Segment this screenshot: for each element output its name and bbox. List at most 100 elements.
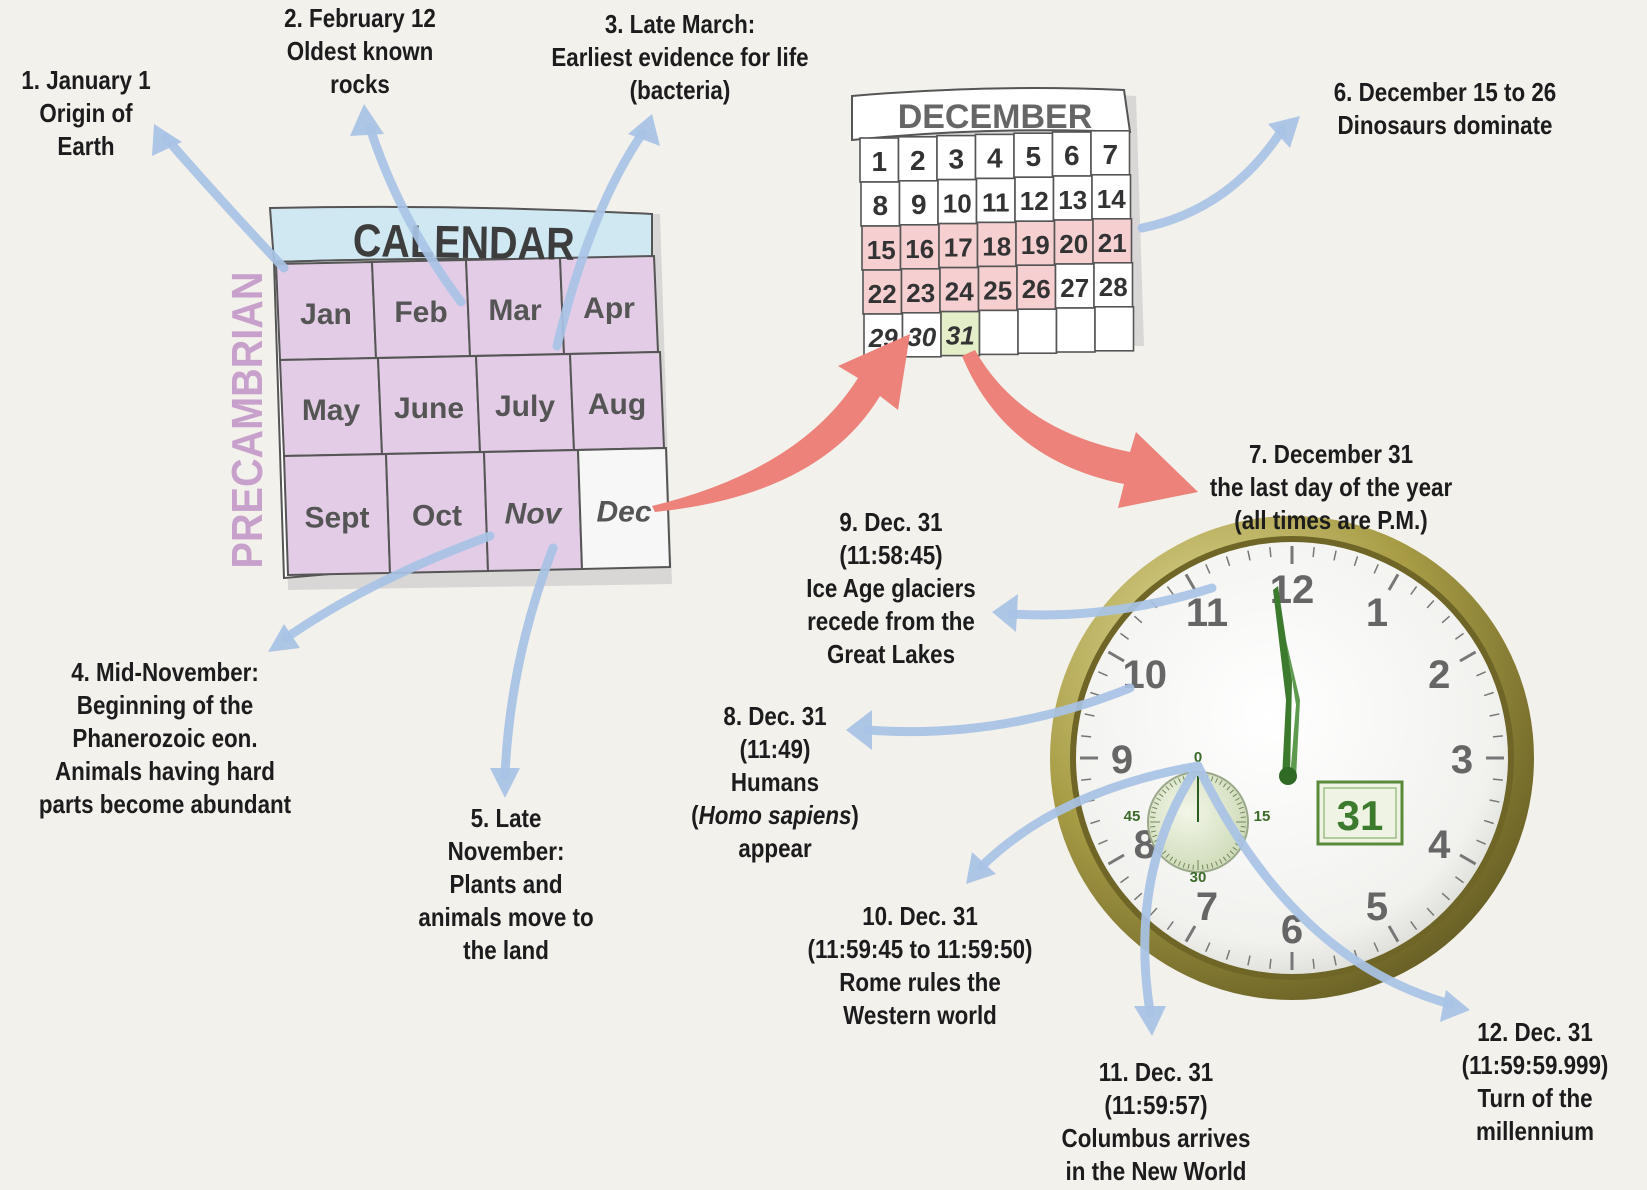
december-day-label-15: 15 — [867, 235, 896, 265]
subdial-label-45: 45 — [1124, 808, 1141, 825]
december-empty-cell — [1055, 307, 1096, 353]
subdial-tick — [1232, 846, 1238, 851]
subdial-tick — [1226, 785, 1231, 791]
subdial-tick — [1165, 853, 1170, 859]
arrow-late-march — [552, 129, 647, 351]
month-label-aug: Aug — [588, 388, 646, 421]
clock-tick — [1225, 949, 1231, 960]
month-label-nov: Nov — [505, 498, 564, 531]
subdial-tick — [1239, 811, 1246, 814]
clock-tick — [1269, 958, 1272, 969]
clock-tick — [1333, 550, 1337, 561]
december-day-2 — [897, 136, 938, 182]
subdial-tick — [1150, 816, 1156, 819]
december-day-label-21: 21 — [1098, 228, 1127, 258]
red-arrow-to-december — [652, 334, 910, 512]
subdial-tick — [1152, 806, 1158, 810]
december-day-label-16: 16 — [905, 234, 934, 264]
clock-number-7: 7 — [1196, 885, 1218, 929]
month-label-oct: Oct — [412, 500, 462, 533]
subdial-tick — [1210, 862, 1214, 868]
clock-tick — [1081, 778, 1092, 781]
subdial-tick — [1178, 861, 1181, 867]
clock-tick — [1459, 853, 1477, 866]
clock-tick — [1454, 632, 1464, 640]
december-day-27 — [1054, 263, 1095, 309]
month-label-apr: Apr — [583, 292, 635, 325]
clock-tick — [1489, 713, 1500, 717]
clock-tick — [1426, 599, 1435, 609]
clock-tick — [1410, 586, 1418, 596]
subdial-tick — [1187, 863, 1190, 870]
clock-tick — [1410, 920, 1418, 930]
clock-tick — [1387, 925, 1400, 943]
december-day-17 — [938, 222, 979, 269]
arrow-dinosaurs — [1137, 125, 1287, 233]
clock-tick — [1166, 586, 1174, 596]
clock-tick — [1225, 556, 1231, 567]
clock-tick — [1120, 632, 1130, 640]
subdial-tick — [1153, 802, 1159, 805]
clock-tick — [1247, 955, 1251, 966]
clock-tick — [1476, 671, 1486, 677]
subdial-tick — [1165, 785, 1170, 791]
december-day-label-30: 30 — [907, 322, 936, 352]
clock-number-5: 5 — [1366, 885, 1388, 929]
hour-hand — [1286, 640, 1300, 778]
clock-tick — [1387, 573, 1400, 591]
subdial-tick — [1169, 782, 1174, 788]
subdial-tick — [1169, 856, 1174, 862]
december-day-label-7: 7 — [1102, 139, 1118, 170]
clock-tick — [1492, 735, 1503, 738]
clock-tick — [1483, 691, 1494, 697]
clock-tick — [1459, 650, 1477, 663]
red-arrow-to-clock — [962, 350, 1198, 508]
subdial-tick — [1182, 862, 1186, 868]
december-day-22 — [862, 269, 903, 315]
december-empty-cell — [978, 309, 1019, 356]
december-day-label-14: 14 — [1097, 184, 1126, 214]
clock-tick — [1454, 876, 1464, 884]
clock-number-9: 9 — [1111, 738, 1133, 782]
clock-number-1: 1 — [1366, 591, 1388, 635]
subdial-tick — [1201, 864, 1204, 870]
clock-tick — [1084, 713, 1095, 717]
clock-tick — [1312, 958, 1315, 969]
december-day-label-31: 31 — [946, 321, 975, 351]
month-label-july: July — [495, 390, 555, 423]
december-day-label-13: 13 — [1058, 185, 1087, 215]
subdial-tick — [1173, 858, 1177, 864]
december-day-label-22: 22 — [868, 279, 897, 309]
arrow-jan-1 — [161, 133, 289, 273]
clock-number-4: 4 — [1428, 823, 1451, 867]
subdial-tick — [1206, 863, 1209, 870]
december-day-label-1: 1 — [871, 146, 887, 177]
december-day-label-10: 10 — [943, 189, 972, 219]
clock-tick — [1098, 839, 1108, 845]
december-day-28 — [1093, 261, 1134, 308]
clock-tick — [1476, 839, 1486, 845]
december-day-label-4: 4 — [987, 142, 1003, 173]
december-day-14 — [1091, 174, 1132, 220]
subdial-tick — [1156, 797, 1162, 801]
december-empty-cell — [1017, 308, 1058, 355]
december-title: DECEMBER — [898, 98, 1093, 136]
subdial-label-0: 0 — [1194, 749, 1202, 766]
subdial-tick — [1229, 850, 1235, 855]
clock-tick — [1312, 547, 1315, 558]
december-day-label-24: 24 — [945, 277, 974, 307]
subdial-tick — [1238, 806, 1244, 810]
month-label-may: May — [302, 394, 361, 427]
clock-tick — [1133, 615, 1143, 624]
december-day-19 — [1015, 220, 1056, 266]
subdial-tick — [1219, 858, 1223, 864]
month-label-dec: Dec — [596, 496, 651, 529]
